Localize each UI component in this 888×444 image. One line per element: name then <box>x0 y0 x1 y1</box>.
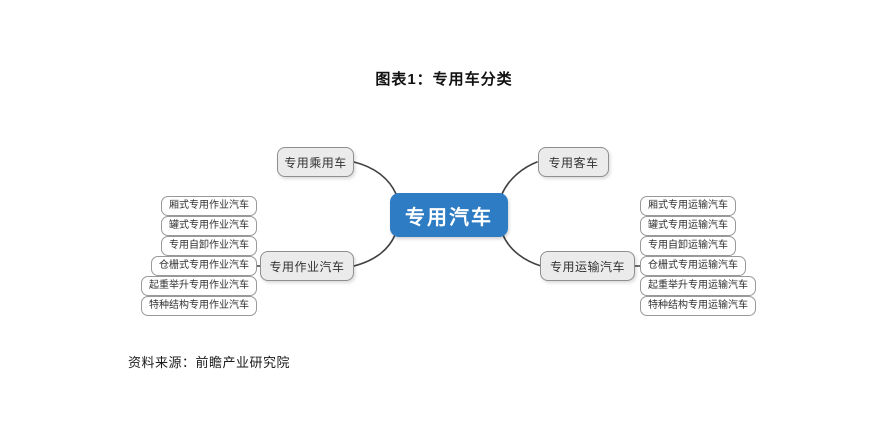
connector-top-left <box>353 161 397 195</box>
branch-node-operation-vehicle: 专用作业汽车 <box>260 251 354 281</box>
leaf-item: 特种结构专用作业汽车 <box>141 296 257 316</box>
leaf-item: 专用自卸运输汽车 <box>640 236 736 256</box>
leaf-item: 厢式专用作业汽车 <box>161 196 257 216</box>
leaf-item: 起重举升专用作业汽车 <box>141 276 257 296</box>
leaf-item: 特种结构专用运输汽车 <box>640 296 756 316</box>
leaf-item: 专用自卸作业汽车 <box>161 236 257 256</box>
data-source-note: 资料来源：前瞻产业研究院 <box>128 355 291 370</box>
connector-bottom-left <box>353 234 396 267</box>
leaf-item: 起重举升专用运输汽车 <box>640 276 756 296</box>
branch-node-passenger-car: 专用乘用车 <box>277 147 354 177</box>
leaf-item: 罐式专用运输汽车 <box>640 216 736 236</box>
root-node: 专用汽车 <box>390 193 508 237</box>
transport-vehicle-leaf-list: 厢式专用运输汽车 罐式专用运输汽车 专用自卸运输汽车 仓栅式专用运输汽车 起重举… <box>640 196 756 316</box>
leaf-item: 仓栅式专用运输汽车 <box>640 256 746 276</box>
leaf-item: 罐式专用作业汽车 <box>161 216 257 236</box>
operation-vehicle-leaf-list: 厢式专用作业汽车 罐式专用作业汽车 专用自卸作业汽车 仓栅式专用作业汽车 起重举… <box>141 196 257 316</box>
branch-node-transport-vehicle: 专用运输汽车 <box>540 251 635 281</box>
connector-bottom-right <box>502 234 542 267</box>
branch-node-bus: 专用客车 <box>538 147 609 177</box>
leaf-item: 仓栅式专用作业汽车 <box>151 256 257 276</box>
leaf-item: 厢式专用运输汽车 <box>640 196 736 216</box>
connector-top-right <box>501 161 538 195</box>
figure-title: 图表1：专用车分类 <box>375 71 513 88</box>
